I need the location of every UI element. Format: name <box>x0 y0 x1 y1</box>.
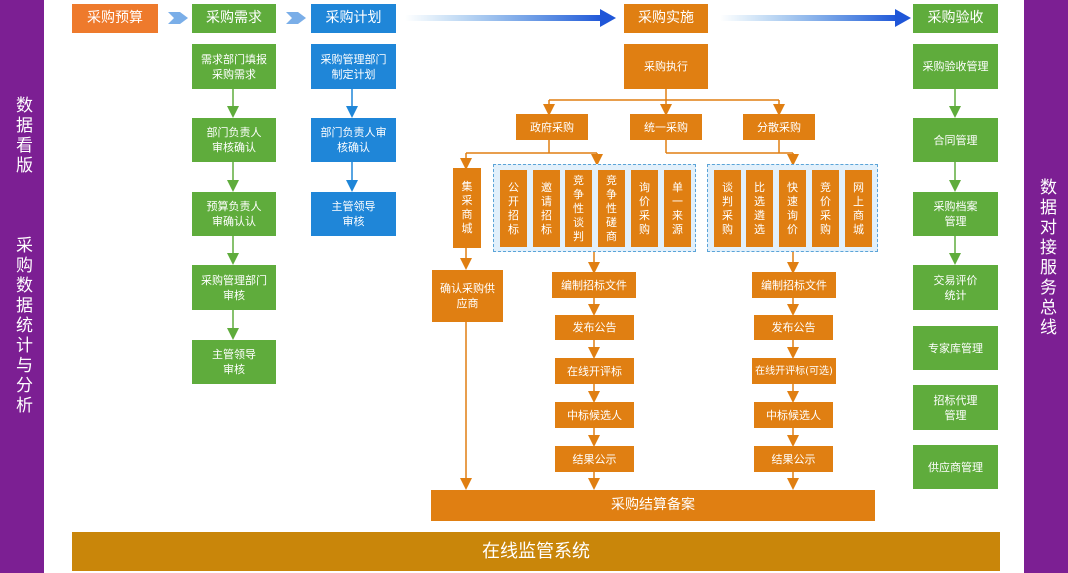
stage-flow-arrows <box>168 9 911 27</box>
demand-step-2: 部门负责人审核确认 <box>192 118 276 162</box>
scattered-method-label: 谈判采购 <box>722 180 733 236</box>
left-side-panel: 数据看版 采购数据统计与分析 <box>0 0 44 573</box>
gov-step-online-evaluation: 在线开评标 <box>555 358 634 384</box>
acceptance-step-5: 专家库管理 <box>913 326 998 370</box>
online-supervision-system: 在线监管系统 <box>72 532 1000 571</box>
gov-method-label: 单一来源 <box>672 180 683 236</box>
gov-step-prepare-documents: 编制招标文件 <box>552 272 636 298</box>
gov-method-label: 竞争性谈判 <box>573 173 584 243</box>
gov-step-publicity: 结果公示 <box>555 446 634 472</box>
stage-budget: 采购预算 <box>72 4 158 33</box>
stage-plan: 采购计划 <box>311 4 396 33</box>
gov-method-invited-tender: 邀请招标 <box>533 170 560 247</box>
settlement-filing: 采购结算备案 <box>431 490 875 521</box>
gov-method-single-source: 单一来源 <box>664 170 691 247</box>
unified-procurement: 统一采购 <box>630 114 702 140</box>
scattered-method-label: 竞价采购 <box>820 180 831 236</box>
acceptance-step-7: 供应商管理 <box>913 445 998 489</box>
scattered-method-quick-inquiry: 快速询价 <box>779 170 806 247</box>
scattered-method-label: 网上商城 <box>853 180 864 236</box>
scattered-step-online-evaluation: 在线开评标(可选) <box>752 358 836 384</box>
scattered-step-publish-notice: 发布公告 <box>754 315 833 340</box>
gov-method-label: 询价采购 <box>639 180 650 236</box>
gov-method-label: 邀请招标 <box>541 180 552 236</box>
plan-step-2: 部门负责人审核确认 <box>311 118 396 162</box>
demand-step-4: 采购管理部门审核 <box>192 265 276 310</box>
scattered-step-publicity: 结果公示 <box>754 446 833 472</box>
acceptance-step-1: 采购验收管理 <box>913 44 998 89</box>
scattered-method-selection: 比选遴选 <box>746 170 773 247</box>
scattered-procurement: 分散采购 <box>743 114 815 140</box>
gov-method-open-tender: 公开招标 <box>500 170 527 247</box>
gov-method-competitive-consultation: 竞争性磋商 <box>598 170 625 247</box>
stage-acceptance: 采购验收 <box>913 4 998 33</box>
scattered-method-online-mall: 网上商城 <box>845 170 872 247</box>
acceptance-step-2: 合同管理 <box>913 118 998 162</box>
government-procurement: 政府采购 <box>516 114 588 140</box>
gov-method-label: 竞争性磋商 <box>606 173 617 243</box>
scattered-method-negotiation: 谈判采购 <box>714 170 741 247</box>
right-panel-title: 数据对接服务总线 <box>1036 178 1056 338</box>
demand-step-5: 主管领导审核 <box>192 340 276 384</box>
left-panel-subtitle: 采购数据统计与分析 <box>12 236 32 416</box>
centralized-mall-label: 集采商城 <box>461 180 473 235</box>
procurement-execute: 采购执行 <box>624 44 708 89</box>
left-panel-title: 数据看版 <box>12 96 32 176</box>
confirm-supplier: 确认采购供应商 <box>432 270 503 322</box>
scattered-step-candidate: 中标候选人 <box>754 402 833 428</box>
gov-method-inquiry: 询价采购 <box>631 170 658 247</box>
centralized-mall: 集采商城 <box>453 168 481 248</box>
acceptance-step-3: 采购档案管理 <box>913 192 998 236</box>
gov-step-publish-notice: 发布公告 <box>555 315 634 340</box>
stage-implement: 采购实施 <box>624 4 708 33</box>
scattered-method-label: 比选遴选 <box>754 180 765 236</box>
demand-step-3: 预算负责人审确认认 <box>192 192 276 236</box>
scattered-step-prepare-documents: 编制招标文件 <box>752 272 836 298</box>
gov-step-candidate: 中标候选人 <box>555 402 634 428</box>
acceptance-step-4: 交易评价统计 <box>913 265 998 310</box>
scattered-method-bidding: 竞价采购 <box>812 170 839 247</box>
demand-step-1: 需求部门填报采购需求 <box>192 44 276 89</box>
gov-method-label: 公开招标 <box>508 180 519 236</box>
right-side-panel: 数据对接服务总线 <box>1024 0 1068 573</box>
gov-method-competitive-negotiation: 竞争性谈判 <box>565 170 592 247</box>
plan-step-1: 采购管理部门制定计划 <box>311 44 396 89</box>
acceptance-step-6: 招标代理管理 <box>913 385 998 430</box>
scattered-method-label: 快速询价 <box>787 180 798 236</box>
plan-step-3: 主管领导审核 <box>311 192 396 236</box>
stage-demand: 采购需求 <box>192 4 276 33</box>
